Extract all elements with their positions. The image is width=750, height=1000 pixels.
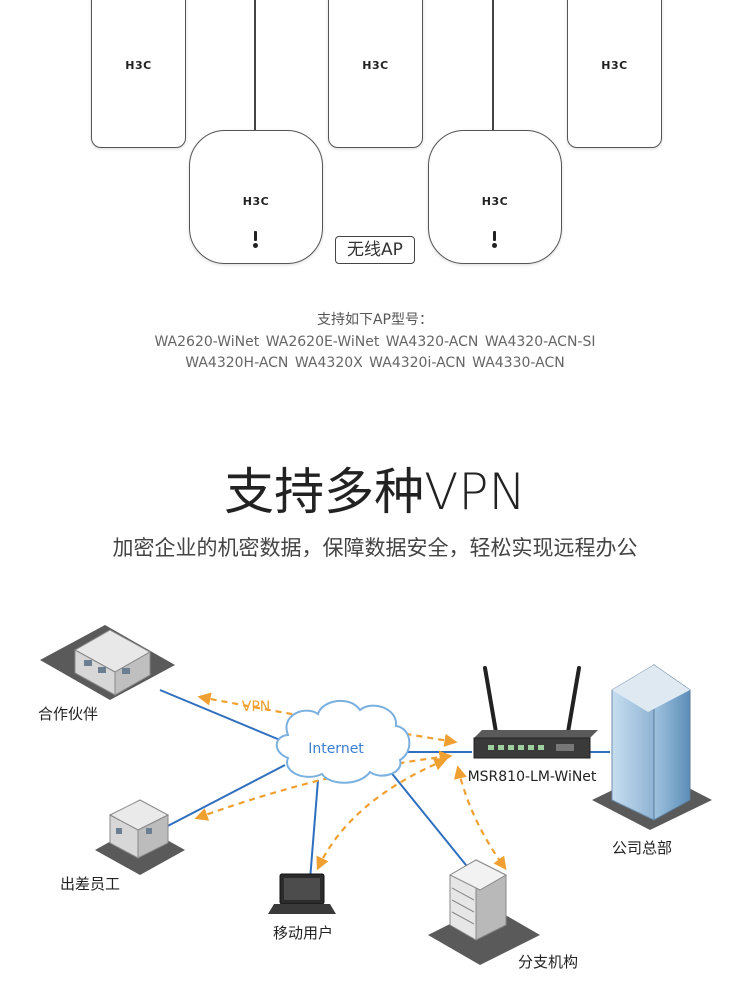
ap-cable [254,0,256,132]
supported-models-title: 支持如下AP型号： [316,312,434,328]
branch-building-icon [428,859,540,965]
internet-label: Internet [308,741,364,757]
h3c-logo: H3C [481,195,509,208]
partner-building-icon [40,625,175,700]
vpn-heading: 支持多种VPN [224,463,526,521]
link-mobile [309,779,319,881]
internet-cloud-icon [275,699,411,784]
node-label-headquarters: 公司总部 [612,839,672,857]
vpn-tunnel-mobile [316,758,448,871]
ap-cable [492,0,494,132]
status-led-icon [492,231,497,248]
ceiling-ap-device: H3C [428,130,562,264]
h3c-logo: H3C [125,59,152,72]
link-partner [159,689,281,741]
ceiling-ap-device: H3C [189,130,323,264]
h3c-logo: H3C [242,195,270,208]
link-traveler [159,764,286,831]
node-label-partner: 合作伙伴 [38,705,98,723]
vpn-subheading: 加密企业的机密数据，保障数据安全，轻松实现远程办公 [112,536,638,560]
router-icon [473,666,598,759]
node-label-traveler: 出差员工 [60,875,120,893]
supported-models-line: WA2620-WiNet WA2620E-WiNet WA4320-ACN WA… [154,334,596,350]
wall-ap-device: H3C [328,0,423,148]
wall-ap-device: H3C [91,0,186,148]
h3c-logo: H3C [362,59,389,72]
h3c-logo: H3C [601,59,628,72]
status-led-icon [253,231,258,248]
traveler-house-icon [95,799,185,875]
node-label-mobile-user: 移动用户 [273,924,333,942]
vpn-tunnel-branch [453,765,507,871]
laptop-icon [268,873,336,914]
wall-ap-device: H3C [567,0,662,148]
link-branch [384,764,471,871]
router-label: MSR810-LM-WiNet [468,769,597,785]
node-label-branch: 分支机构 [518,953,578,971]
vpn-label: VPN [242,699,271,715]
wireless-ap-badge: 无线AP [335,236,415,264]
headquarters-building-icon [592,664,712,830]
supported-models-line: WA4320H-ACN WA4320X WA4320i-ACN WA4330-A… [185,355,565,371]
